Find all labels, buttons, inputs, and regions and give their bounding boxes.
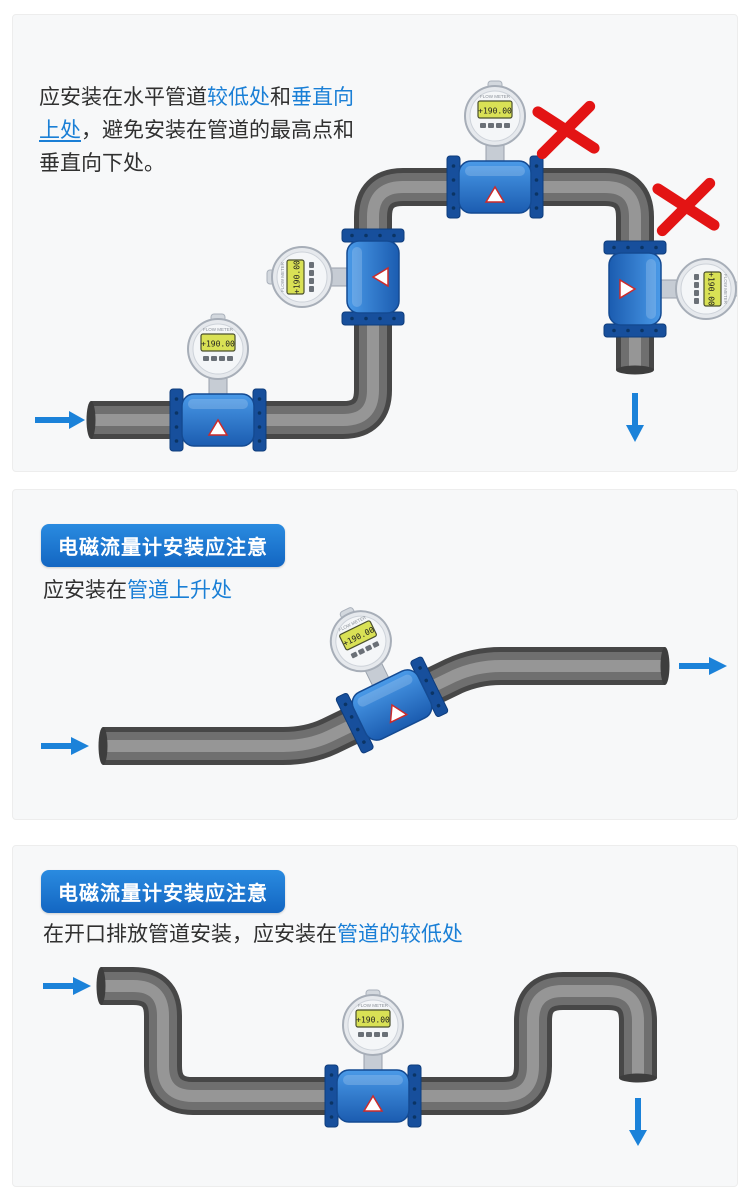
flowmeter-vertical-up-ok [266, 228, 405, 326]
text-segment: 和 [270, 86, 291, 109]
text-segment-highlight: 较低处 [207, 86, 270, 109]
text-segment-highlight: 垂直向 [291, 86, 354, 109]
rule-text: 应安装在管道上升处 [43, 574, 232, 604]
rule-text: 在开口排放管道安装，应安装在管道的较低处 [43, 918, 463, 948]
rule-text: 应安装在水平管道较低处和垂直向上处，避免安装在管道的最高点和垂直向下处。 [39, 81, 363, 180]
panel-horizontal-install-rule: 应安装在水平管道较低处和垂直向上处，避免安装在管道的最高点和垂直向下处。 [12, 14, 738, 472]
text-segment: ，避免安装在管道的最高点和垂直向下处。 [39, 119, 354, 175]
text-segment: 应安装在 [43, 579, 127, 602]
panel-open-discharge-rule: 电磁流量计安装应注意 在开口排放管道安装，应安装在管道的较低处 [12, 845, 738, 1187]
text-segment: 在开口排放管道安装，应安装在 [43, 923, 337, 946]
flowmeter-high-point-wrong [446, 80, 544, 219]
pipe-end-cap [616, 365, 654, 375]
pipe-end-cap [98, 727, 108, 765]
section-badge: 电磁流量计安装应注意 [41, 870, 285, 913]
flow-in-arrow-icon [41, 737, 89, 755]
section-badge: 电磁流量计安装应注意 [41, 524, 285, 567]
flowmeter-horizontal-low-ok [169, 313, 267, 452]
x-mark-icon [532, 100, 600, 160]
text-segment-highlight: 管道的较低处 [337, 923, 463, 946]
flow-out-arrow-icon [629, 1098, 647, 1146]
pipe-diagram-3 [43, 967, 657, 1146]
pipe-diagram-1 [35, 80, 737, 452]
pipe-end-cap [86, 401, 96, 439]
text-segment-highlight: 管道上升处 [127, 579, 232, 602]
pipe-end-cap [619, 1073, 657, 1083]
pipe-end-cap [660, 647, 670, 685]
x-mark-icon [652, 177, 720, 237]
pipe [86, 168, 654, 439]
flow-out-arrow-icon [626, 393, 644, 442]
panel-rising-pipe-rule: 电磁流量计安装应注意 应安装在管道上升处 [12, 489, 738, 820]
pipe-diagram-2 [41, 587, 727, 765]
text-segment-highlight: 上处 [39, 119, 81, 142]
pipe [96, 967, 657, 1115]
flow-in-arrow-icon [43, 977, 91, 995]
text-segment: 应安装在水平管道 [39, 86, 207, 109]
flow-out-arrow-icon [679, 657, 727, 675]
flowmeter-vertical-down-wrong [603, 240, 737, 338]
flowmeter-low-point-ok [324, 989, 422, 1128]
flow-in-arrow-icon [35, 411, 85, 429]
pipe-end-cap [96, 967, 106, 1005]
